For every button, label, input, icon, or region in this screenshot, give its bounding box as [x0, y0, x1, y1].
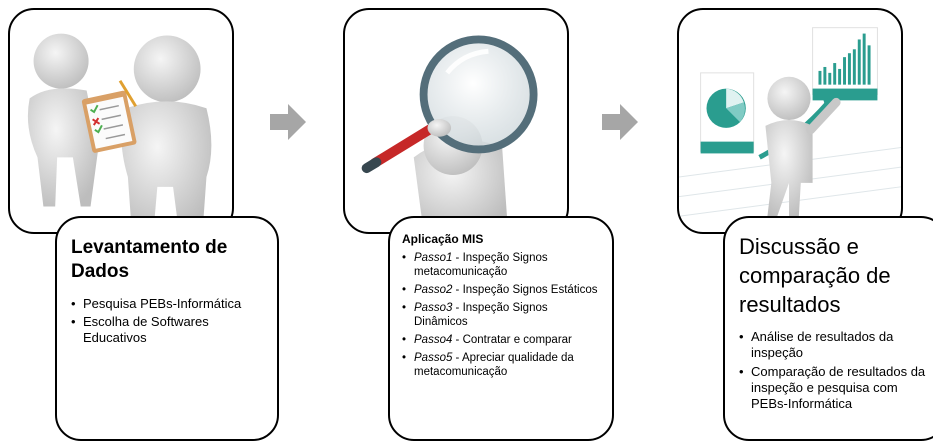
right-arrow-icon: [602, 104, 638, 140]
step3-text-box: Discussão e comparação de resultados Aná…: [723, 216, 933, 441]
step1-illustration-frame: [8, 8, 234, 234]
list-item: Passo3 - Inspeção Signos Dinâmicos: [402, 301, 602, 329]
magnifying-glass-illustration: [361, 35, 538, 232]
step-label: Passo1: [414, 252, 453, 264]
step2-list: Passo1 - Inspeção Signos metacomunicação…: [402, 251, 602, 379]
list-item: Passo5 - Apreciar qualidade da metacomun…: [402, 351, 602, 379]
charts-presentation-illustration: [679, 27, 901, 217]
step3-illustration-frame: [677, 8, 903, 234]
step3-title: Discussão e comparação de resultados: [739, 234, 891, 317]
list-item: Comparação de resultados da inspeção e p…: [739, 364, 933, 412]
step-description: - Apreciar qualidade da metacomunicação: [414, 352, 574, 378]
right-arrow-icon: [270, 104, 306, 140]
list-item: Análise de resultados da inspeção: [739, 329, 933, 361]
step2-text-box: Aplicação MIS Passo1 - Inspeção Signos m…: [388, 216, 614, 441]
step-description: - Inspeção Signos Estáticos: [452, 284, 598, 296]
step-label: Passo3: [414, 302, 453, 314]
list-item: Passo4 - Contratar e comparar: [402, 333, 602, 347]
list-item: Passo2 - Inspeção Signos Estáticos: [402, 283, 602, 297]
step-label: Passo2: [414, 284, 453, 296]
step1-text-box: Levantamento de Dados Pesquisa PEBs-Info…: [55, 216, 279, 441]
step-description: - Inspeção Signos metacomunicação: [414, 252, 548, 278]
step-description: - Contratar e comparar: [452, 334, 572, 346]
list-item: Passo1 - Inspeção Signos metacomunicação: [402, 251, 602, 279]
step2-title: Aplicação MIS: [402, 232, 484, 246]
list-item: Escolha de Softwares Educativos: [71, 314, 265, 346]
step3-list: Análise de resultados da inspeção Compar…: [739, 329, 933, 412]
people-checklist-illustration: [27, 33, 212, 232]
step1-list: Pesquisa PEBs-Informática Escolha de Sof…: [71, 296, 265, 346]
step2-illustration-frame: [343, 8, 569, 234]
step-label: Passo4: [414, 334, 453, 346]
step-description: - Inspeção Signos Dinâmicos: [414, 302, 548, 328]
step1-title: Levantamento de Dados: [71, 237, 228, 282]
list-item: Pesquisa PEBs-Informática: [71, 296, 265, 312]
step-label: Passo5: [414, 352, 453, 364]
